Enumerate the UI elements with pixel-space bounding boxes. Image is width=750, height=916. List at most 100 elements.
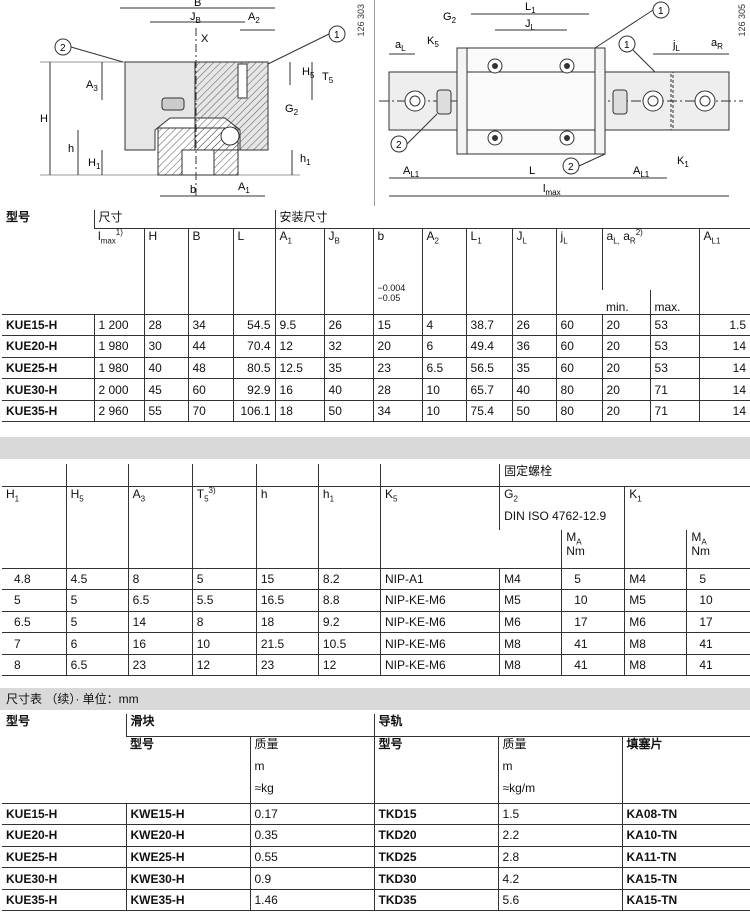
value-cell: 1.46: [249, 889, 375, 912]
header-max: max.: [649, 290, 700, 315]
value-cell: M8: [624, 632, 687, 655]
header-col: T53): [191, 486, 257, 569]
value-cell: TKD30: [373, 867, 499, 890]
din-standard: DIN ISO 4762-12.9: [504, 508, 607, 523]
header-al1-cont: [698, 290, 750, 315]
value-cell: KUE15-H: [2, 803, 126, 826]
blank-cell: [499, 530, 562, 569]
value-cell: 8: [2, 654, 67, 677]
value-cell: 70: [187, 400, 233, 423]
callout-2a: 2: [396, 140, 402, 151]
value-cell: 92.9: [232, 378, 276, 401]
value-cell: M5: [624, 589, 687, 612]
callout-1b: 1: [624, 40, 630, 51]
value-cell: 5: [686, 568, 750, 591]
header-col: H1: [2, 486, 67, 569]
value-cell: 28: [372, 378, 423, 401]
header-col: A2: [421, 228, 467, 315]
mass-unit: ≈kg/m: [502, 780, 536, 795]
value-cell: 20: [601, 335, 651, 358]
header-col: K5: [379, 486, 500, 569]
value-cell: 6: [421, 335, 467, 358]
header-model: 型号: [2, 210, 94, 315]
value-cell: 41: [561, 654, 625, 677]
value-cell: 1 200: [93, 314, 144, 337]
label-L1: L1: [525, 1, 536, 15]
value-cell: 56.5: [465, 357, 513, 380]
label-X: X: [201, 33, 209, 45]
value-cell: M4: [499, 568, 562, 591]
value-cell: 5: [561, 568, 625, 591]
value-cell: 48: [187, 357, 233, 380]
mass-unit: ≈kg: [254, 780, 274, 795]
callout-2: 2: [60, 43, 66, 54]
header-col: h: [255, 486, 319, 569]
drawing-code-left: 126 303: [356, 4, 366, 37]
value-cell: 53: [649, 357, 700, 380]
blank-header: [127, 464, 193, 487]
header-col: A1: [274, 228, 325, 315]
label-A2: A2: [248, 11, 260, 25]
value-cell: 10: [686, 589, 750, 612]
value-cell: 50: [511, 400, 557, 423]
value-cell: 0.35: [249, 824, 375, 847]
value-cell: 4.5: [65, 568, 129, 591]
value-cell: 8.8: [317, 589, 381, 612]
header-min: min.: [602, 290, 651, 315]
value-cell: 40: [323, 378, 374, 401]
table-row: 型号尺寸安装尺寸: [2, 210, 750, 315]
value-cell: M6: [499, 611, 562, 634]
value-cell: 1.5: [497, 803, 623, 826]
value-cell: 23: [372, 357, 423, 380]
value-cell: KWE20-H: [125, 824, 250, 847]
value-cell: M8: [624, 654, 687, 677]
value-cell: M5: [499, 589, 562, 612]
value-cell: 17: [686, 611, 750, 634]
value-cell: 20: [601, 357, 651, 380]
value-cell: 17: [561, 611, 625, 634]
label-H5: H5: [302, 66, 315, 80]
mass-unit: 质量: [254, 736, 279, 751]
header-aL-aR: aL, aR2): [601, 228, 700, 290]
value-cell: 1 980: [93, 357, 144, 380]
header-col: JB: [323, 228, 374, 315]
label-JB: JB: [190, 11, 201, 25]
header-filler: 填塞片: [621, 736, 750, 804]
table-row: min.max.: [2, 290, 750, 315]
tolerance: −0.004−0.05: [377, 282, 406, 303]
value-cell: 35: [511, 357, 557, 380]
value-cell: 35: [323, 357, 374, 380]
value-cell: M6: [624, 611, 687, 634]
cross-section-svg: B JB A2 X 2 1 A3 H H5 T5 G2 h H1 h1 b A1: [40, 0, 346, 198]
header-type: 型号: [126, 736, 250, 804]
value-cell: 53: [649, 335, 700, 358]
value-cell: 23: [127, 654, 193, 677]
top-view-svg: G2 L1 1 JL aL K5 1 jL aR 2 2 AL1 L AL1 K…: [379, 1, 743, 197]
value-cell: 54.5: [232, 314, 276, 337]
value-cell: 44: [187, 335, 233, 358]
value-cell: 16: [274, 378, 325, 401]
value-cell: 8: [127, 568, 193, 591]
value-cell: 10: [191, 632, 257, 655]
value-cell: 60: [187, 378, 233, 401]
value-cell: 14: [127, 611, 193, 634]
callout-1a: 1: [658, 6, 664, 17]
header-col: jL: [555, 228, 603, 315]
label-lmax: lmax: [543, 183, 561, 197]
label-G2-top: G2: [443, 11, 457, 25]
mass-unit: 质量: [502, 736, 527, 751]
value-cell: 38.7: [465, 314, 513, 337]
header-dimensions: 尺寸: [93, 210, 276, 229]
value-cell: 80.5: [232, 357, 276, 380]
value-cell: 32: [323, 335, 374, 358]
value-cell: KUE35-H: [2, 889, 126, 912]
top-view-drawing: G2 L1 1 JL aL K5 1 jL aR 2 2 AL1 L AL1 K…: [374, 0, 750, 206]
value-cell: 16: [127, 632, 193, 655]
value-cell: 1.5: [698, 314, 750, 337]
